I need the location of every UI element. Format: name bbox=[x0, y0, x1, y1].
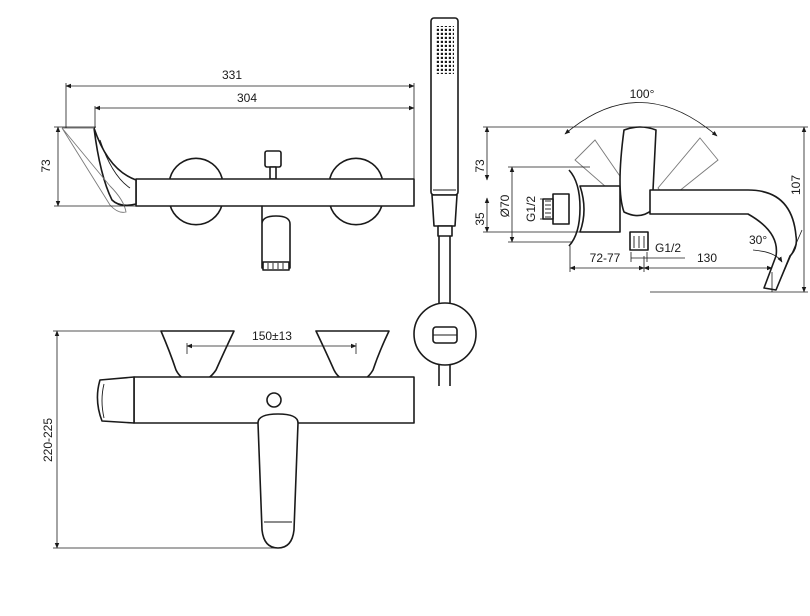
dim-depth-range: 72-77 bbox=[590, 251, 621, 265]
front-dimensions: 331 304 73 bbox=[39, 68, 415, 207]
dim-centres: 150±13 bbox=[252, 329, 292, 343]
side-inlet-nut bbox=[552, 193, 570, 225]
top-handle-right-base bbox=[315, 330, 390, 383]
top-view bbox=[96, 330, 415, 549]
dim-rosette-diameter: Ø70 bbox=[498, 194, 512, 217]
top-lever bbox=[96, 376, 135, 424]
dim-inlet-thread: G1/2 bbox=[524, 196, 538, 222]
dim-side-height-73: 73 bbox=[473, 159, 487, 173]
shower-hose-connector bbox=[437, 225, 453, 237]
hand-shower bbox=[413, 17, 477, 386]
top-spout bbox=[257, 413, 299, 549]
front-view bbox=[61, 127, 415, 271]
dim-projection: 220-225 bbox=[41, 418, 55, 462]
dim-outlet-thread: G1/2 bbox=[655, 241, 681, 255]
front-spout bbox=[261, 205, 291, 269]
dim-side-angle: 100° bbox=[630, 87, 655, 101]
top-diverter-button bbox=[266, 392, 282, 408]
top-dimensions: 150±13 220-225 bbox=[41, 329, 357, 549]
side-view: 100° bbox=[542, 87, 798, 291]
top-handle-left-base bbox=[160, 330, 235, 383]
side-dimensions: 73 35 Ø70 G1/2 107 G1/2 72-77 130 30° bbox=[473, 126, 808, 293]
dim-spout-angle: 30° bbox=[749, 233, 767, 247]
front-body bbox=[135, 178, 415, 207]
dim-overall-length: 331 bbox=[222, 68, 242, 82]
front-diverter-knob bbox=[264, 150, 282, 168]
side-body bbox=[579, 185, 621, 233]
dim-side-height-35: 35 bbox=[473, 212, 487, 226]
front-lever-ghost bbox=[61, 127, 127, 213]
shower-handle-neck bbox=[431, 194, 458, 227]
dim-height-107: 107 bbox=[789, 175, 803, 195]
dim-lever-height: 73 bbox=[39, 159, 53, 173]
side-rosette bbox=[568, 169, 581, 247]
front-lever bbox=[93, 127, 137, 207]
side-spout bbox=[649, 189, 798, 291]
front-spout-aerator bbox=[262, 261, 290, 271]
dim-body-length: 304 bbox=[237, 91, 257, 105]
dim-spout-reach: 130 bbox=[697, 251, 717, 265]
front-diverter-stem bbox=[269, 166, 277, 180]
shower-spray-holes bbox=[435, 26, 454, 74]
